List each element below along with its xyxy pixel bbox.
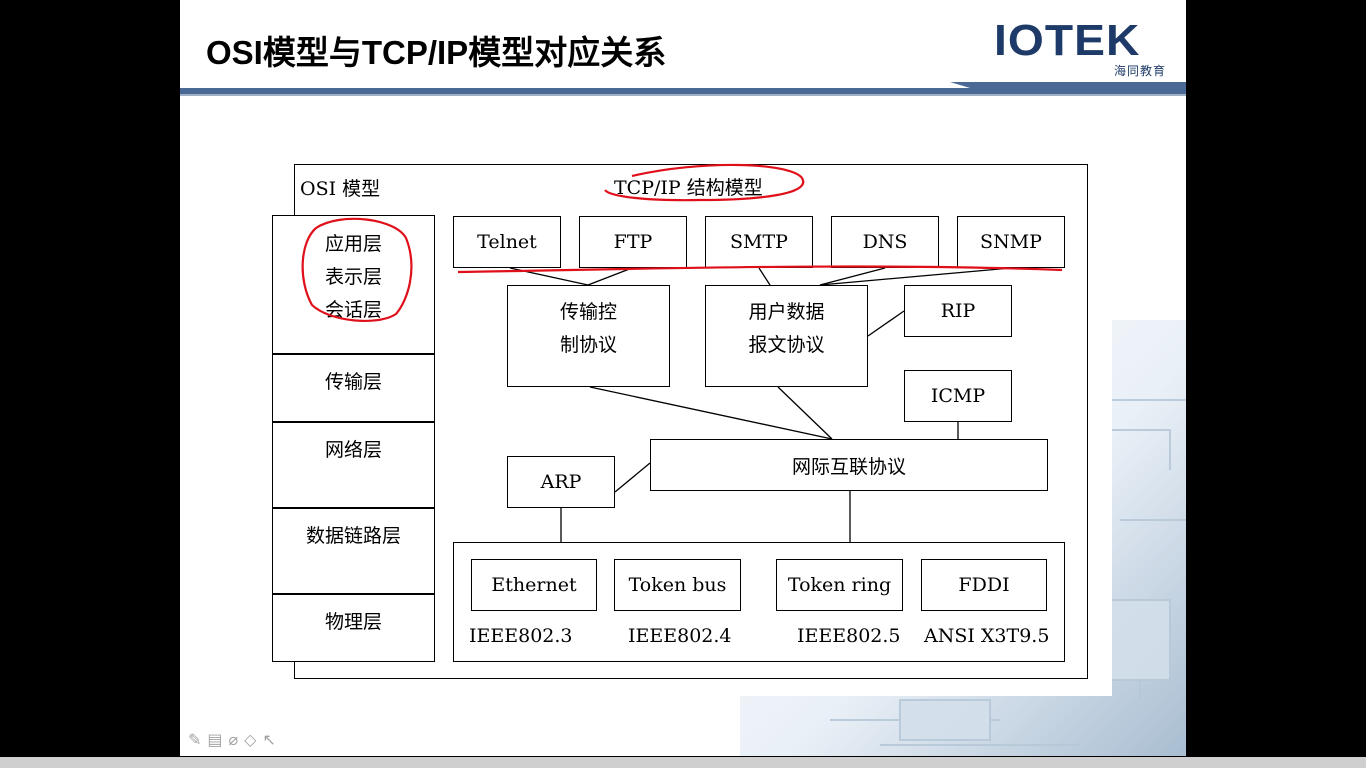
brand-logo: IOTEK 海同教育 [994, 18, 1174, 88]
diagram-panel [270, 98, 1112, 696]
slide-toolbar: ✎ ▤ ⌀ ◇ ↖ [188, 730, 276, 749]
pointer-icon[interactable]: ↖ [262, 730, 276, 749]
pen-icon[interactable]: ✎ [188, 730, 202, 749]
bottom-bar [0, 757, 1366, 768]
screen-icon[interactable]: ▤ [207, 730, 223, 749]
highlighter-icon[interactable]: ◇ [244, 730, 257, 749]
slide-title: OSI模型与TCP/IP模型对应关系 [206, 34, 667, 71]
logo-subtitle: 海同教育 [1113, 64, 1166, 78]
logo-text: IOTEK [994, 16, 1141, 65]
eraser-icon[interactable]: ⌀ [228, 730, 239, 749]
slide: OSI模型与TCP/IP模型对应关系 IOTEK 海同教育 [180, 0, 1186, 756]
header-rule [180, 82, 1186, 96]
